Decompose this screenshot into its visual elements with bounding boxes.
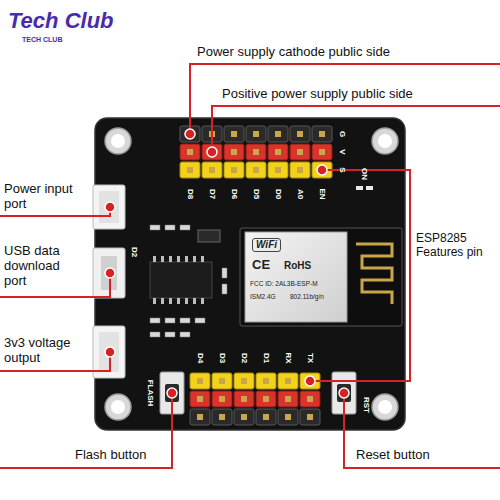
pin-label: EN: [317, 188, 326, 199]
pin-label: A0: [295, 189, 304, 199]
pin-label: D2: [239, 353, 248, 363]
callout-label: Flash button: [75, 448, 147, 463]
port-label: D2: [129, 247, 138, 257]
pin-label: D4: [195, 353, 204, 363]
module-mark: RoHS: [284, 260, 311, 272]
callout-label: 3v3 voltage output: [4, 336, 90, 366]
pin-label: D6: [229, 189, 238, 199]
button-label: FLASH: [145, 380, 154, 407]
callout-label: USB data download port: [4, 244, 84, 289]
module-text: 802.11b/g/n: [290, 293, 324, 300]
module-mark: CE: [252, 258, 270, 273]
watermark-logo: Tech Club: [8, 8, 114, 33]
pin-label: RX: [283, 352, 292, 363]
pin-label: S: [337, 167, 346, 172]
callout-label: Positive power supply public side: [222, 87, 413, 102]
pin-label: G: [337, 131, 346, 137]
led-label: ON: [359, 168, 368, 180]
module-logo: WiFi: [252, 238, 281, 252]
pin-label: TX: [305, 353, 314, 363]
button-label: RST: [361, 397, 370, 413]
pin-label: D5: [251, 189, 260, 199]
pin-label: D7: [207, 189, 216, 199]
pin-label: D3: [217, 353, 226, 363]
pin-label: D8: [185, 189, 194, 199]
callout-label: Reset button: [356, 448, 430, 463]
module-text: FCC ID: 2AL3B-ESP-M: [250, 280, 318, 287]
callout-label: Power supply cathode public side: [197, 45, 390, 60]
pin-label: D0: [273, 189, 282, 199]
callout-label: Power input port: [4, 182, 86, 212]
pin-label: D1: [261, 353, 270, 363]
callout-label: ESP8285 Features pin: [416, 232, 498, 260]
watermark-subtitle: TECH CLUB: [22, 36, 62, 44]
pin-label: V: [337, 149, 346, 154]
module-text: ISM2.4G: [250, 293, 276, 300]
